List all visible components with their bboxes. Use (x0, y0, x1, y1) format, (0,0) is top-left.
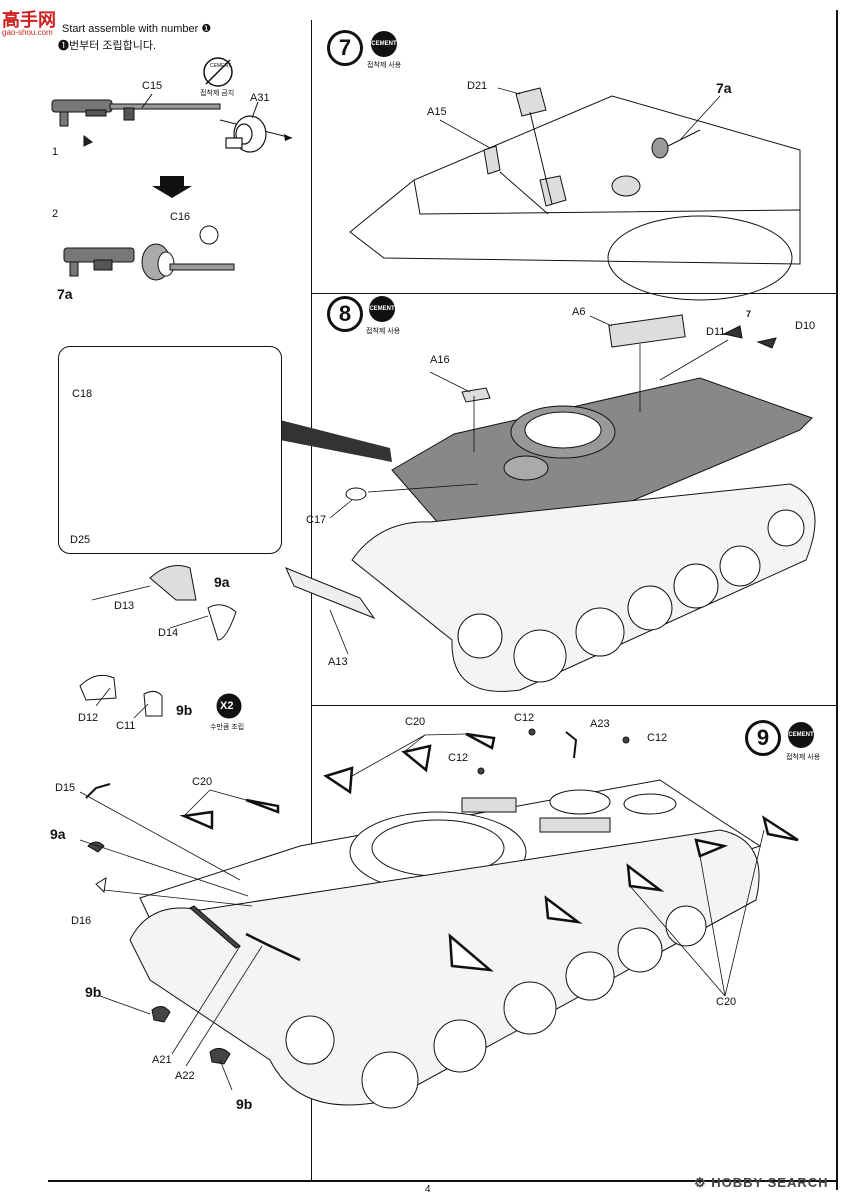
instruction-korean: ❶번부터 조립합니다. (58, 40, 157, 52)
subassembly-label-9a: 9a (214, 574, 230, 590)
part-label-a13: A13 (328, 656, 348, 668)
x2-icon (216, 693, 242, 719)
watermark-logo-text: 高手网 (2, 10, 56, 30)
subassembly-label-7a: 7a (716, 80, 732, 96)
no-cement-icon-label: CEMENT (210, 63, 232, 69)
marker-7: 7 (746, 309, 752, 319)
subassembly-label-9b: 9b (176, 702, 193, 718)
cement-icon: CEMENT (371, 31, 397, 57)
cement-caption: 접착제 사용 (786, 754, 821, 761)
part-label-d10: D10 (795, 320, 816, 332)
page-border-right (836, 10, 838, 1190)
detail-inset (58, 346, 282, 554)
instruction-english: Start assemble with number ❶ (62, 23, 212, 35)
step-number-8: 8 (327, 296, 363, 332)
machine-gun-part-c15 (51, 99, 221, 147)
no-cement-icon (203, 57, 233, 87)
part-label-c12: C12 (514, 712, 535, 724)
part-label-d13: D13 (114, 600, 135, 612)
part-d13 (149, 565, 197, 601)
part-label-a21: A21 (152, 1054, 172, 1066)
part-label-c12: C12 (647, 732, 668, 744)
part-label-d11: D11 (706, 326, 726, 338)
part-label-c11: C11 (116, 720, 136, 732)
step-arrow (152, 176, 192, 198)
row-divider-2 (311, 705, 836, 706)
step7-hull (349, 87, 801, 301)
no-cement-caption: 접착제 금지 (200, 90, 235, 97)
part-label-a16: A16 (430, 354, 450, 366)
x2-icon-label: X2 (220, 700, 234, 712)
cement-icon: CEMENT (369, 296, 395, 322)
mantlet-part-a31 (225, 115, 267, 153)
part-label-c20: C20 (405, 716, 426, 728)
subassembly-label-9a: 9a (50, 826, 66, 842)
inset-connector (280, 420, 392, 462)
step8-tracks (351, 483, 816, 692)
part-label-c16: C16 (170, 211, 191, 223)
gun-assembly-7a (63, 243, 235, 281)
cement-caption: 접착제 사용 (367, 62, 402, 69)
page-number: 4 (425, 1184, 431, 1195)
part-label-d12: D12 (78, 712, 99, 724)
substep-number-1: 1 (52, 146, 59, 158)
part-label-a23: A23 (590, 718, 610, 730)
part-label-c18: C18 (72, 388, 93, 400)
source-text: HOBBY SEARCH (711, 1175, 829, 1190)
part-label-a22: A22 (175, 1070, 195, 1082)
column-divider (311, 20, 312, 1180)
part-label-c20: C20 (192, 776, 213, 788)
result-label-7a: 7a (57, 286, 73, 302)
page-border-bottom (48, 1180, 838, 1182)
substep-number-2: 2 (52, 208, 59, 220)
step-number-9: 9 (745, 720, 781, 756)
watermark-site: gao-shou.com (2, 28, 53, 37)
part-label-c17: C17 (306, 514, 327, 526)
part-c11 (143, 690, 163, 717)
part-label-d25: D25 (70, 534, 91, 546)
cement-icon: CEMENT (788, 722, 814, 748)
cement-caption: 접착제 사용 (366, 328, 401, 335)
step-number-7: 7 (327, 30, 363, 66)
leader-lines (79, 87, 765, 1091)
part-d14 (207, 604, 237, 641)
step8-hull (285, 314, 813, 620)
subassembly-label-9b: 9b (85, 984, 102, 1000)
part-label-d21: D21 (467, 80, 488, 92)
x2-caption: 수만큼 조립 (210, 724, 245, 731)
part-label-a31: A31 (250, 92, 270, 104)
c20-triangles (179, 732, 799, 972)
part-label-d16: D16 (71, 915, 92, 927)
part-label-d14: D14 (158, 627, 179, 639)
watermark-logo: 高手网 gao-shou.com (0, 0, 84, 40)
subassembly-label-9b: 9b (236, 1096, 253, 1112)
source-watermark: ⚙ HOBBY SEARCH (694, 1175, 829, 1191)
step9-tracks (129, 829, 760, 1109)
part-label-c20: C20 (716, 996, 737, 1008)
part-label-c15: C15 (142, 80, 163, 92)
gear-icon: ⚙ (694, 1175, 707, 1190)
part-label-a6: A6 (572, 306, 586, 318)
part-label-d15: D15 (55, 782, 76, 794)
part-label-a15: A15 (427, 106, 447, 118)
row-divider-1 (311, 293, 836, 294)
part-d12 (79, 674, 117, 701)
part-label-c12: C12 (448, 752, 469, 764)
